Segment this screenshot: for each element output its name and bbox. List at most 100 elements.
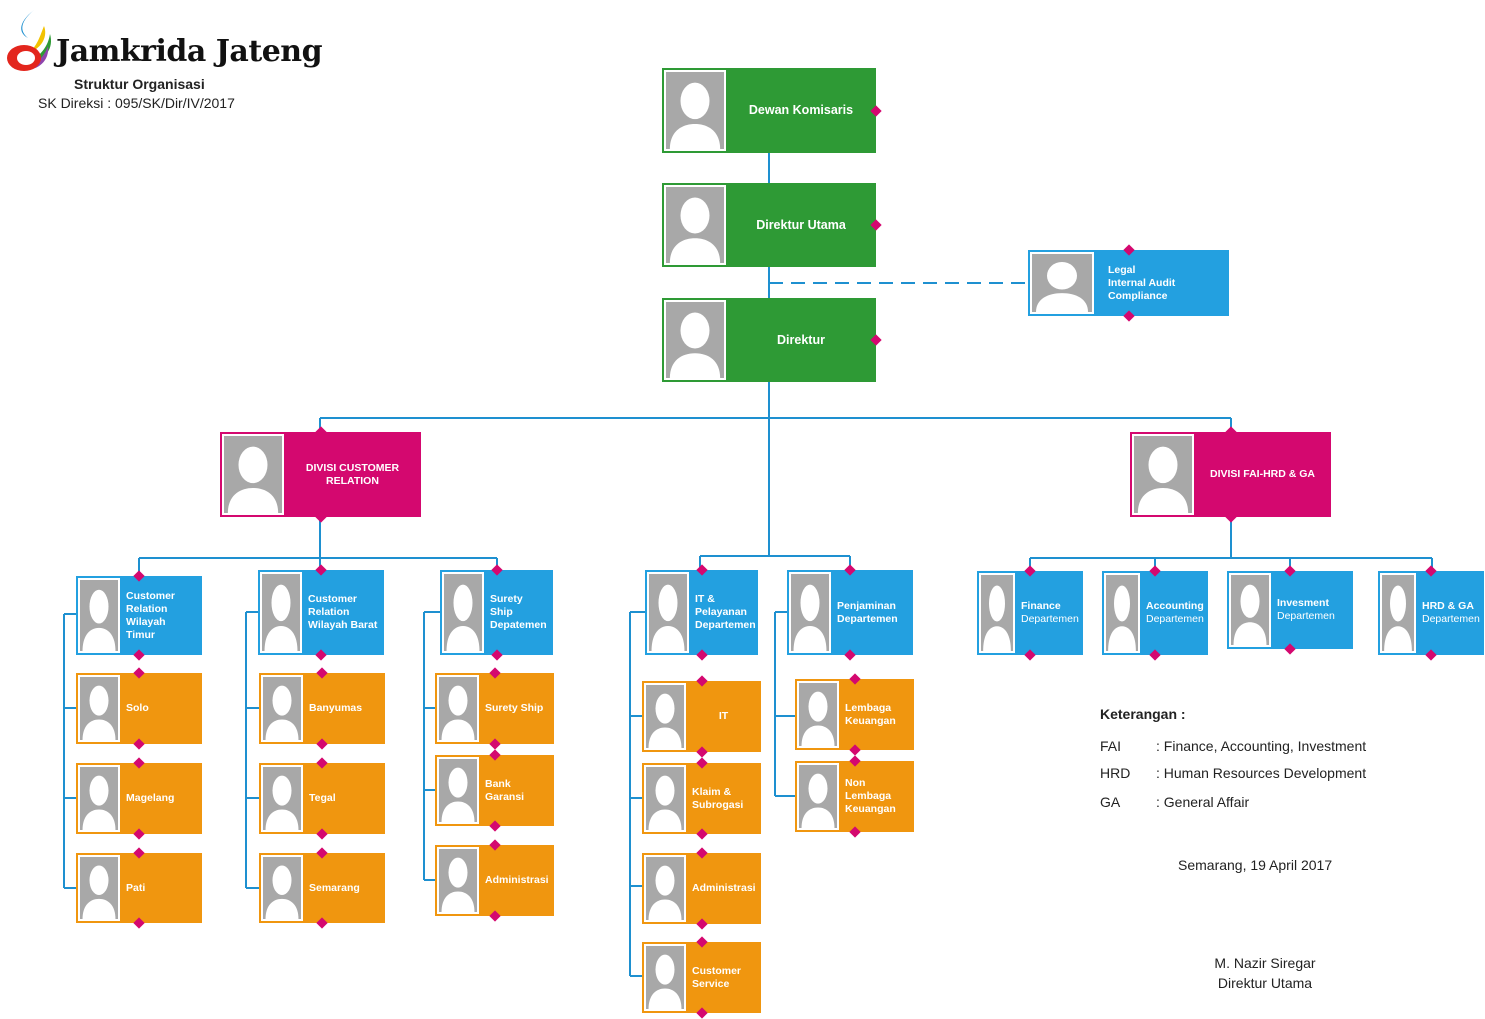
person-avatar-icon	[664, 300, 726, 380]
node-line: Customer	[692, 964, 742, 977]
person-avatar-icon	[78, 675, 120, 742]
node-line: Compliance	[1108, 289, 1168, 302]
person-avatar-icon	[261, 765, 303, 832]
node-pati: Pati	[76, 853, 202, 923]
node-solo: Solo	[76, 673, 202, 744]
person-avatar-icon	[644, 855, 686, 922]
avatar-silhouette	[263, 857, 301, 919]
avatar-silhouette	[80, 857, 118, 919]
person-avatar-icon	[437, 847, 479, 914]
node-line: Departemen	[695, 619, 756, 631]
node-title: Surety Ship	[485, 702, 544, 714]
person-avatar-icon	[1229, 573, 1271, 647]
node-line: HRD & GA	[1422, 600, 1474, 612]
node-line: Departemen	[1277, 610, 1335, 622]
node-line: Finance	[1021, 600, 1061, 612]
node-title: Tegal	[309, 792, 336, 804]
page-subtitle: Struktur Organisasi	[74, 76, 205, 92]
node-surety-ship: Surety Ship	[435, 673, 554, 744]
node-line: Relation	[126, 602, 168, 615]
person-avatar-icon	[1132, 434, 1194, 515]
node-line: Non Lembaga	[845, 777, 892, 802]
person-avatar-icon	[78, 578, 120, 653]
avatar-silhouette	[1382, 575, 1414, 651]
node-administrasi-it: Administrasi	[642, 853, 761, 924]
node-line: IT &	[695, 593, 715, 605]
person-avatar-icon	[644, 765, 686, 832]
node-line: Klaim &	[692, 785, 732, 798]
avatar-silhouette	[80, 580, 118, 651]
person-avatar-icon	[222, 434, 284, 515]
person-avatar-icon	[260, 572, 302, 653]
legend-desc: : Human Resources Development	[1156, 765, 1367, 781]
avatar-silhouette	[646, 946, 684, 1009]
node-dewan-komisaris: Dewan Komisaris	[662, 68, 876, 153]
node-line: Invesment	[1277, 597, 1329, 609]
node-divisi-customer-relation: DIVISI CUSTOMER RELATION	[220, 432, 421, 517]
person-avatar-icon	[647, 572, 689, 653]
node-direktur-utama: Direktur Utama	[662, 183, 876, 267]
node-line: Keuangan	[845, 803, 896, 815]
avatar-silhouette	[799, 765, 837, 828]
avatar-silhouette	[1231, 575, 1269, 645]
node-line: Customer	[308, 593, 358, 605]
avatar-silhouette	[646, 767, 684, 830]
person-avatar-icon	[797, 681, 839, 748]
node-tegal: Tegal	[259, 763, 385, 834]
person-avatar-icon	[789, 572, 831, 653]
node-line: Departemen	[1021, 613, 1079, 625]
node-banyumas: Banyumas	[259, 673, 385, 744]
node-cr-wilayah-timur: Customer Relation Wilayah Timur	[76, 576, 202, 655]
person-avatar-icon	[442, 572, 484, 653]
legend-row: GA: General Affair	[1100, 794, 1249, 810]
node-finance-departemen: Finance Departemen	[977, 571, 1083, 655]
person-avatar-icon	[261, 855, 303, 921]
node-title: Semarang	[309, 881, 360, 894]
avatar-silhouette	[1032, 254, 1092, 312]
node-line: Legal	[1108, 263, 1136, 276]
node-title: Administrasi	[692, 882, 756, 894]
node-line: DIVISI CUSTOMER	[305, 461, 400, 474]
avatar-silhouette	[1106, 575, 1138, 651]
avatar-silhouette	[263, 767, 301, 830]
person-avatar-icon	[1104, 573, 1140, 653]
avatar-silhouette	[791, 574, 829, 651]
person-avatar-icon	[437, 757, 479, 824]
avatar-silhouette	[981, 575, 1013, 651]
node-title: Administrasi	[485, 874, 549, 886]
node-it: IT	[642, 681, 761, 752]
node-title: Pati	[126, 881, 146, 894]
node-line: Service	[692, 977, 730, 990]
avatar-silhouette	[444, 574, 482, 651]
node-title: IT	[718, 710, 729, 722]
node-title: Bank Garansi	[485, 777, 525, 803]
node-klaim-subrogasi: Klaim & Subrogasi	[642, 763, 761, 834]
node-penjaminan-departemen: Penjaminan Departemen	[787, 570, 913, 655]
avatar-silhouette	[224, 436, 282, 513]
legend-abbr: GA	[1100, 794, 1121, 810]
node-lembaga-keuangan: Lembaga Keuangan	[795, 679, 914, 750]
jamkrida-logo-icon	[7, 10, 52, 71]
person-avatar-icon	[261, 675, 303, 742]
signatory-name: M. Nazir Siregar	[1214, 955, 1316, 971]
node-semarang: Semarang	[259, 853, 385, 923]
signatory-title: Direktur Utama	[1217, 975, 1313, 991]
node-bank-garansi: Bank Garansi	[435, 755, 554, 826]
node-hrd-ga-departemen: HRD & GA Departemen	[1378, 571, 1484, 655]
person-avatar-icon	[1380, 573, 1416, 653]
node-magelang: Magelang	[76, 763, 202, 834]
node-title: Direktur	[777, 332, 825, 347]
node-cr-wilayah-barat: Customer Relation Wilayah Barat	[258, 570, 384, 655]
person-avatar-icon	[797, 763, 839, 830]
node-title: DIVISI FAI-HRD & GA	[1209, 468, 1315, 480]
legend-row: FAI: Finance, Accounting, Investment	[1100, 738, 1366, 754]
node-line: Departemen	[1146, 613, 1204, 625]
person-avatar-icon	[437, 675, 479, 742]
node-line: Departemen	[1422, 613, 1480, 625]
node-line: Internal Audit	[1108, 276, 1176, 289]
person-avatar-icon	[979, 573, 1015, 653]
node-it-pelayanan-departemen: IT & Pelayanan Departemen	[645, 570, 758, 655]
node-line: Subrogasi	[692, 798, 744, 811]
person-avatar-icon	[78, 855, 120, 921]
node-line: Departemen	[837, 612, 898, 625]
